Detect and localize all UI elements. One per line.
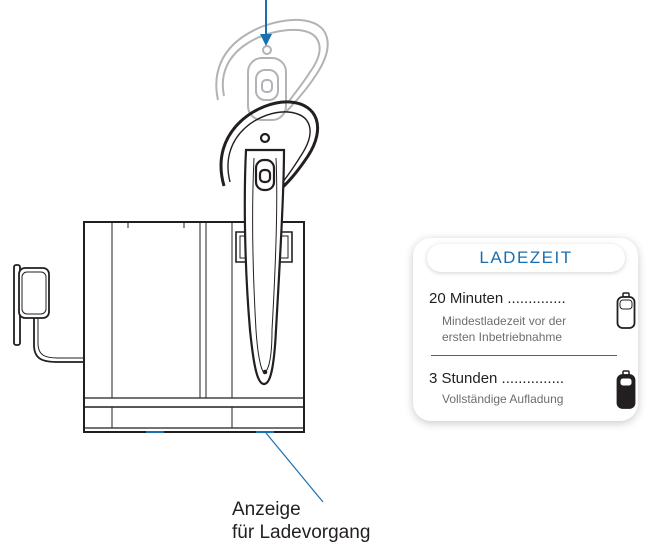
battery-full-icon: [616, 370, 636, 409]
row-20-minutes-desc-2: ersten Inbetriebnahme: [442, 330, 563, 344]
insert-arrow: [260, 0, 272, 46]
docked-headset: [219, 100, 320, 386]
ghost-headset: [215, 18, 329, 121]
indicator-pointer-line: [265, 432, 324, 503]
row-divider: [431, 355, 617, 356]
card-title: LADEZEIT: [479, 248, 573, 267]
power-adapter: [13, 264, 50, 346]
row-3-hours-desc-1: Vollständige Aufladung: [442, 392, 564, 406]
caption-line-2: für Ladevorgang: [232, 522, 371, 543]
card-title-band: LADEZEIT: [427, 244, 625, 272]
row-3-hours-time: 3 Stunden ...............: [429, 370, 565, 387]
caption-line-1: Anzeige: [232, 499, 301, 520]
charging-indicator-caption: Anzeige für Ladevorgang: [232, 498, 432, 544]
battery-empty-icon: [616, 292, 636, 329]
row-20-minutes-desc-1: Mindestladezeit vor der: [442, 314, 567, 328]
power-cable: [33, 318, 84, 363]
charge-time-card: LADEZEIT 20 Minuten .............. Minde…: [413, 238, 638, 421]
row-20-minutes-time: 20 Minuten ..............: [429, 290, 566, 307]
